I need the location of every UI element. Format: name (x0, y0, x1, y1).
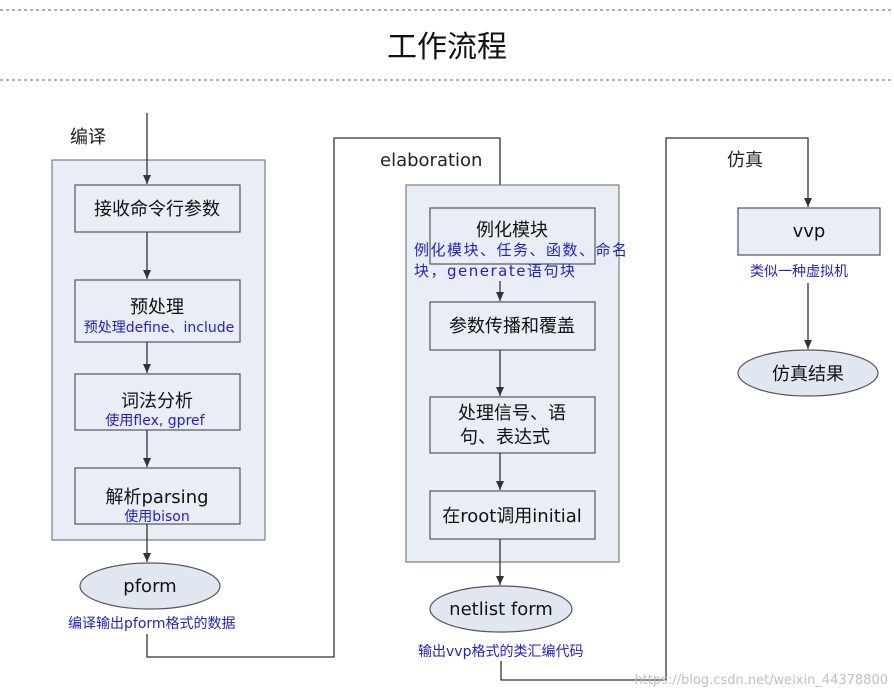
elaboration-step-instantiate-note-line-2: 块，generate语句块 (414, 262, 576, 280)
elaboration-step-signals: 处理信号、语 句、表达式 (429, 396, 596, 454)
elaboration-step-instantiate-label: 例化模块 (476, 220, 548, 241)
simulation-output: 仿真结果 (737, 349, 879, 397)
compile-output-label: pform (123, 576, 176, 597)
elaboration-step-initial-box (429, 490, 596, 540)
elaboration-step-signals-box (429, 396, 596, 454)
simulation-step-vvp-note: 类似一种虚拟机 (750, 264, 848, 280)
compile-to-elaboration-connector (146, 137, 504, 658)
compile-step-lexer: 词法分析 使用flex, gpref (74, 373, 241, 431)
compile-step-args-label: 接收命令行参数 (94, 199, 220, 220)
compile-step-preprocess: 预处理 预处理define、include (74, 279, 241, 343)
compile-step-preprocess-label: 预处理 (130, 297, 184, 318)
elaboration-to-simulation-connector (500, 137, 812, 681)
compile-step-lexer-box (74, 373, 241, 431)
elaboration-step-instantiate-box (429, 207, 596, 265)
elaboration-step-signals-label-line-2: 句、表达式 (460, 427, 550, 448)
simulation-output-ellipse (737, 349, 879, 397)
compile-step-parsing-note: 使用bison (124, 508, 190, 525)
simulation-step-vvp-box (737, 207, 881, 256)
elaboration-section-label: elaboration (380, 150, 482, 171)
elaboration-step-initial-label: 在root调用initial (442, 506, 582, 527)
elaboration-step-signals-label-line-1: 处理信号、语 (458, 403, 566, 424)
compile-section-label: 编译 (70, 127, 106, 148)
compile-output: pform 编译输出pform格式的数据 (68, 562, 236, 632)
elaboration-output-note: 输出vvp格式的类汇编代码 (418, 644, 583, 660)
compile-section: 编译 接收命令行参数 预处理 预处理define、include 词法分析 使用… (51, 113, 266, 632)
compile-output-note: 编译输出pform格式的数据 (68, 616, 236, 632)
compile-step-lexer-label: 词法分析 (121, 391, 193, 412)
simulation-step-vvp: vvp 类似一种虚拟机 (737, 207, 881, 280)
page-title: 工作流程 (387, 30, 507, 65)
elaboration-step-params-label: 参数传播和覆盖 (449, 316, 575, 337)
compile-step-args-box (74, 184, 241, 233)
elaboration-step-params-box (429, 301, 596, 351)
compile-step-parsing-label: 解析parsing (105, 487, 208, 508)
compile-output-ellipse (79, 562, 221, 610)
elaboration-step-initial: 在root调用initial (429, 490, 596, 540)
watermark: https://blog.csdn.net/weixin_44378800 (634, 673, 888, 688)
simulation-step-vvp-label: vvp (793, 221, 826, 242)
simulation-section: 仿真 vvp 类似一种虚拟机 仿真结果 (727, 150, 881, 397)
compile-step-parsing-box (74, 467, 241, 525)
elaboration-output-ellipse (429, 585, 573, 633)
elaboration-output-label: netlist form (449, 599, 553, 620)
simulation-section-label: 仿真 (727, 150, 763, 171)
elaboration-output: netlist form 输出vvp格式的类汇编代码 (418, 585, 583, 660)
elaboration-step-params: 参数传播和覆盖 (429, 301, 596, 351)
compile-step-args: 接收命令行参数 (74, 184, 241, 233)
compile-step-parsing: 解析parsing 使用bison (74, 467, 241, 525)
elaboration-step-instantiate: 例化模块 例化模块、任务、函数、命名 块，generate语句块 (414, 207, 629, 280)
simulation-output-label: 仿真结果 (772, 364, 844, 385)
compile-step-preprocess-box (74, 279, 241, 343)
elaboration-section: elaboration 例化模块 例化模块、任务、函数、命名 块，generat… (380, 150, 629, 660)
elaboration-step-instantiate-note-line-1: 例化模块、任务、函数、命名 (414, 241, 629, 259)
compile-step-lexer-note: 使用flex, gpref (105, 412, 205, 429)
compile-step-preprocess-note: 预处理define、include (84, 320, 235, 336)
